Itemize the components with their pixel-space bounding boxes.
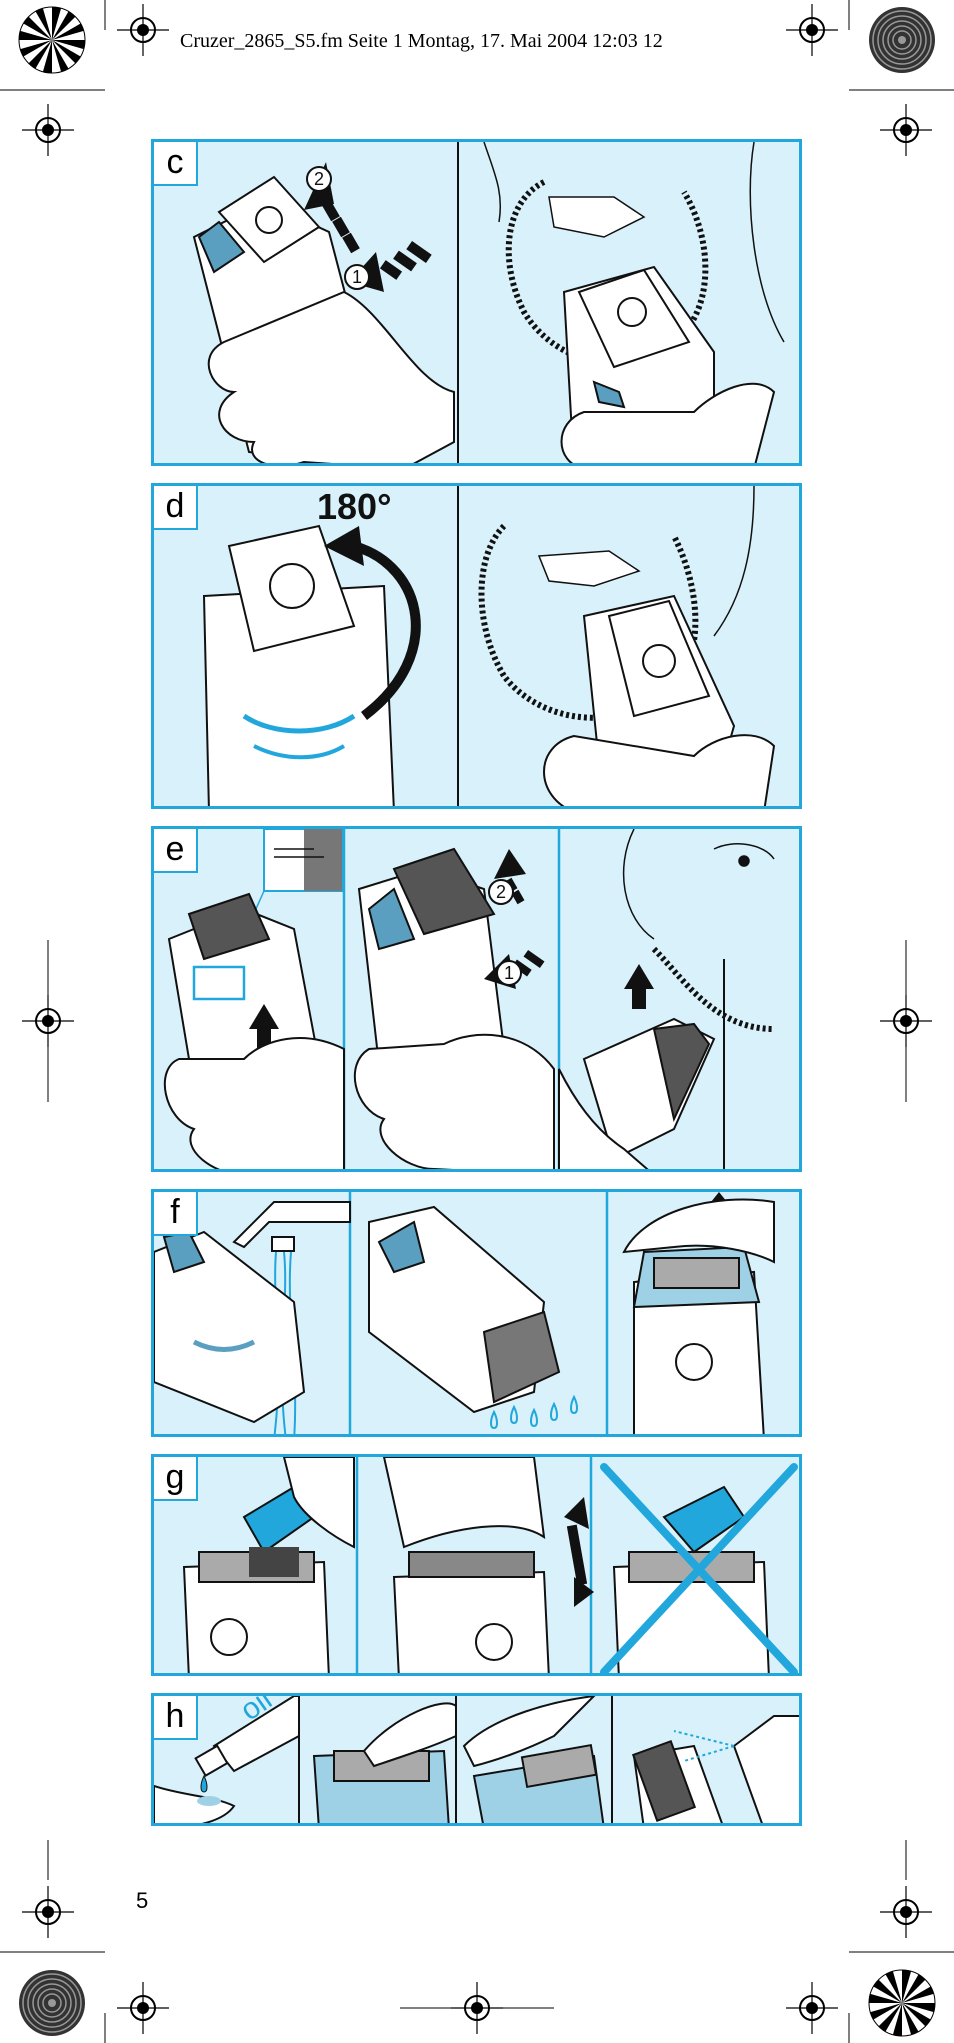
hand-g2: [382, 1457, 546, 1549]
trimmer-f3: [632, 1245, 765, 1434]
trimmer-g2: [392, 1551, 550, 1673]
finger-h3: [462, 1696, 596, 1768]
detail-inset: [228, 829, 343, 970]
panel-label-h: h: [154, 1696, 198, 1740]
panel-c-illustration: [192, 142, 785, 463]
panel-h: h oil: [151, 1693, 802, 1826]
page-number: 5: [136, 1888, 149, 1913]
hand-right: [560, 382, 776, 463]
panel-g: g: [151, 1454, 802, 1676]
water-drops: [490, 1394, 578, 1430]
hand-g1: [282, 1457, 355, 1549]
panel-label-d: d: [154, 486, 198, 530]
cleaning-brush-g1: [242, 1485, 316, 1577]
step-number-1: 1: [344, 264, 370, 290]
spray-mist: [673, 1730, 735, 1762]
panel-label-c: c: [154, 142, 198, 186]
panel-f: f: [151, 1189, 802, 1437]
step-number-2: 2: [306, 166, 332, 192]
step-number-1-e: 1: [496, 960, 522, 986]
oil-bottle: [194, 1696, 300, 1778]
panel-label-f: f: [154, 1192, 198, 1236]
step-number-2-e: 2: [488, 879, 514, 905]
panel-g-illustration: [182, 1457, 798, 1673]
hand-f3: [622, 1198, 775, 1264]
not-allowed-cross: [600, 1463, 798, 1673]
panel-label-e: e: [154, 829, 198, 873]
trimmer-g3: [612, 1551, 770, 1673]
trimmer-f2: [368, 1205, 561, 1414]
rotation-angle: 180°: [317, 486, 392, 527]
panel-f-illustration: [154, 1192, 775, 1434]
hand-e2: [353, 1033, 555, 1169]
palm-h1: [154, 1784, 236, 1823]
trimmer-h3: [472, 1743, 605, 1823]
hand-left: [207, 290, 455, 463]
trimmer-h4: [631, 1739, 723, 1823]
hand-e3: [558, 1068, 649, 1169]
panel-d: d 180°: [151, 483, 802, 809]
document-header: Cruzer_2865_S5.fm Seite 1 Montag, 17. Ma…: [180, 30, 663, 52]
finger-h2: [362, 1702, 457, 1768]
panel-e: e 2 1: [151, 826, 802, 1172]
trimmer-f1: [154, 1230, 306, 1424]
beard-right-d: [478, 486, 755, 721]
hand-right-d: [543, 734, 776, 806]
faucet: [232, 1201, 351, 1252]
panel-h-illustration: [154, 1696, 799, 1823]
trimmer-e3: [582, 1017, 716, 1161]
oil-drop: [200, 1774, 208, 1793]
spray-can: [732, 1715, 799, 1823]
panel-e-illustration: [163, 829, 775, 1169]
hand-e1: [163, 1037, 345, 1169]
face-profile: [622, 829, 775, 1169]
trimmer-rotating: [202, 524, 395, 806]
panel-c: c 2 1: [151, 139, 802, 466]
up-down-arrow: [564, 1497, 594, 1607]
panel-label-g: g: [154, 1457, 198, 1501]
panel-d-illustration: [202, 486, 776, 806]
rotation-arrow: [352, 541, 421, 720]
